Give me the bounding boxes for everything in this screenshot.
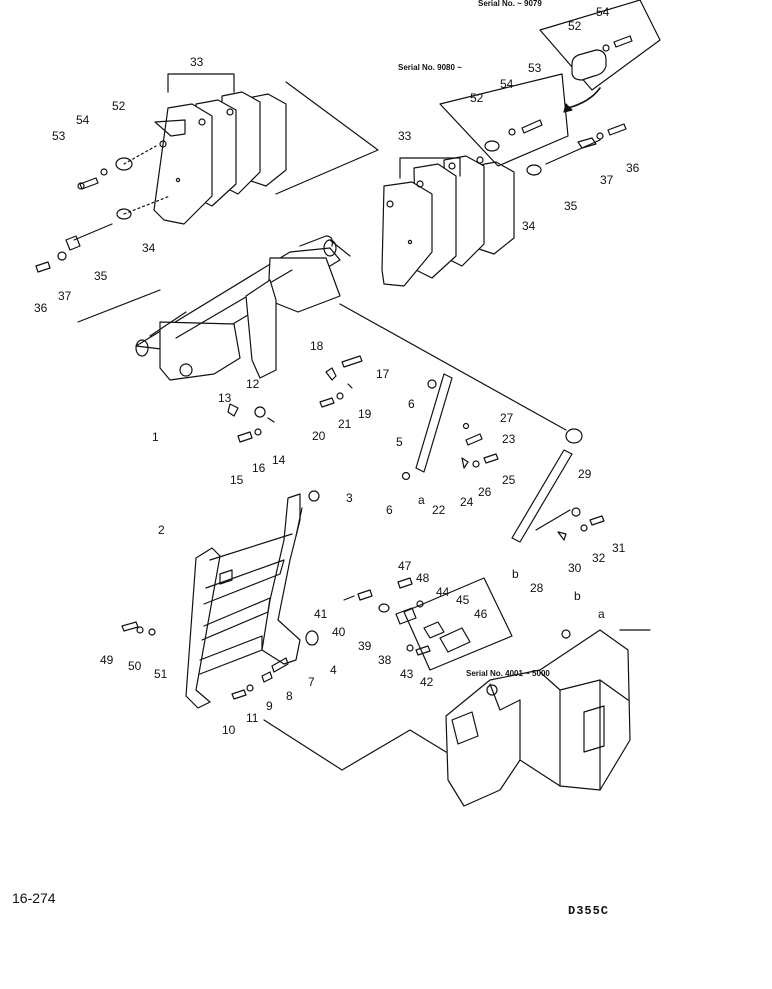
callout: 52	[470, 91, 484, 105]
callout: 37	[58, 289, 72, 303]
callout: 8	[286, 689, 293, 703]
callout: 22	[432, 503, 446, 517]
callout: 6	[386, 503, 393, 517]
callout: 42	[420, 675, 434, 689]
leader-guide-lines	[77, 289, 567, 431]
callout: 53	[52, 129, 66, 143]
serial-note-mid: Serial No. 9080 ~	[398, 63, 462, 72]
callout: 46	[474, 607, 488, 621]
main-bracket-1	[135, 235, 351, 381]
hardware-lower	[121, 577, 431, 700]
page-number: 16-274	[12, 890, 56, 906]
rod-28	[511, 428, 583, 543]
callout: 30	[568, 561, 582, 575]
callout: 13	[218, 391, 232, 405]
callout: 33	[398, 129, 412, 143]
callout: 23	[502, 432, 516, 446]
callout: 39	[358, 639, 372, 653]
callout: 1	[152, 430, 159, 444]
hardware-right	[526, 123, 627, 176]
callout: 3	[346, 491, 353, 505]
serial-box-lower	[403, 577, 513, 671]
callout: b	[512, 567, 519, 581]
hardware-left-lower	[35, 195, 171, 273]
callout: 12	[246, 377, 260, 391]
callout: 35	[94, 269, 108, 283]
callout: 19	[358, 407, 372, 421]
callout: 4	[330, 663, 337, 677]
serial-box-mid	[439, 73, 569, 167]
callout: 2	[158, 523, 165, 537]
callout: 26	[478, 485, 492, 499]
callout: 34	[142, 241, 156, 255]
tractor-frame	[445, 629, 651, 807]
callout: a	[418, 493, 425, 507]
callout: 50	[128, 659, 142, 673]
hardware-left-upper	[77, 145, 157, 190]
callout: 48	[416, 571, 430, 585]
callout: 33	[190, 55, 204, 69]
callout-labels: 1 2 3 4 5 6 6 7 8 9 10 11 12 13 14 15 16…	[34, 5, 640, 737]
callout: 15	[230, 473, 244, 487]
bracket-33-left	[167, 73, 235, 93]
callout: 49	[100, 653, 114, 667]
serial-box-top	[539, 0, 661, 113]
serial-note-frame: Serial No. 4001 ~ 5000	[466, 669, 550, 678]
callout: 43	[400, 667, 414, 681]
callout: 37	[600, 173, 614, 187]
callout: 31	[612, 541, 626, 555]
callout: 6	[408, 397, 415, 411]
callout: 17	[376, 367, 390, 381]
callout: 14	[272, 453, 286, 467]
callout: 24	[460, 495, 474, 509]
callout: 38	[378, 653, 392, 667]
callout: 52	[112, 99, 126, 113]
counterweight-stack-left	[153, 91, 287, 225]
callout: 21	[338, 417, 352, 431]
callout: 40	[332, 625, 346, 639]
bracket-33-right	[399, 157, 461, 179]
callout: 10	[222, 723, 236, 737]
callout: 53	[528, 61, 542, 75]
callout: a	[598, 607, 605, 621]
callout: 45	[456, 593, 470, 607]
small-hardware-cluster	[227, 355, 605, 541]
callout: 44	[436, 585, 450, 599]
callout: 54	[596, 5, 610, 19]
callout: 51	[154, 667, 168, 681]
callout: 36	[34, 301, 48, 315]
model-code: D355C	[568, 904, 610, 918]
callout: 27	[500, 411, 514, 425]
callout: 54	[76, 113, 90, 127]
callout: 5	[396, 435, 403, 449]
callout: 29	[578, 467, 592, 481]
callout: 20	[312, 429, 326, 443]
callout: 7	[308, 675, 315, 689]
callout: 41	[314, 607, 328, 621]
leader-33-left-ext	[275, 81, 379, 195]
callout: 18	[310, 339, 324, 353]
frame-2	[185, 493, 303, 709]
serial-note-top: Serial No. ~ 9079	[478, 0, 542, 8]
callout: 28	[530, 581, 544, 595]
callout: 36	[626, 161, 640, 175]
callout: 16	[252, 461, 266, 475]
callout-line-frame	[263, 719, 447, 771]
callout: 52	[568, 19, 582, 33]
rod-5	[401, 373, 453, 481]
callout: 47	[398, 559, 412, 573]
callout: 11	[246, 711, 259, 725]
callout: 32	[592, 551, 606, 565]
counterweight-stack-right	[381, 155, 515, 287]
callout: 9	[266, 699, 273, 713]
callout: 25	[502, 473, 516, 487]
callout: b	[574, 589, 581, 603]
callout: 54	[500, 77, 514, 91]
callout: 35	[564, 199, 578, 213]
callout: 34	[522, 219, 536, 233]
